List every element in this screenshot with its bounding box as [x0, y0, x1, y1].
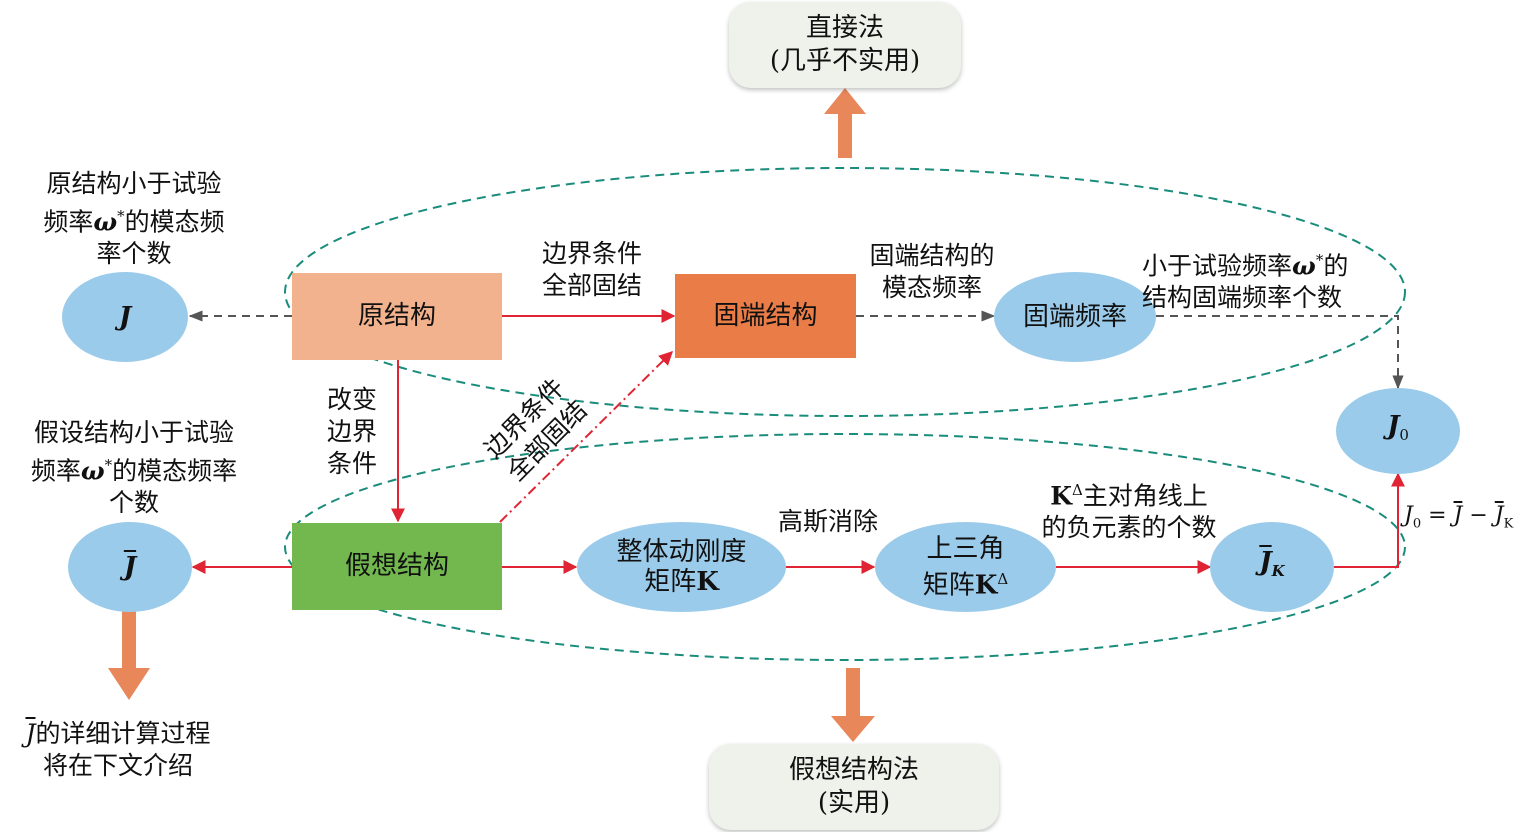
fixed-freq-count-label: 小于试验频率ω*的 结构固端频率个数: [1142, 251, 1349, 313]
up-arrow-to-direct-method: [824, 88, 866, 158]
upper-triangular-sup: Δ: [997, 569, 1009, 588]
fixed-frequency-label: 固端频率: [1022, 302, 1127, 332]
boundary-fix-all-label: 边界条件 全部固结: [541, 239, 642, 300]
upper-triangular-node: 上三角 矩阵KΔ: [875, 522, 1056, 612]
assumed-method-note: (实用): [817, 788, 891, 818]
arrow-frequency-to-j0: [1156, 315, 1404, 390]
j-zero-node: J0: [1336, 388, 1460, 474]
j-zero-symbol: J0: [1387, 411, 1409, 445]
assumed-structure-box: 假想结构: [292, 523, 502, 610]
change-boundary-label: 改变 边界 条件: [326, 385, 377, 478]
original-structure-box: 原结构: [292, 273, 502, 360]
formula-label: J0 = J − JK: [1404, 503, 1514, 532]
original-count-label: 原结构小于试验 频率ω*的模态频 率个数: [43, 169, 225, 269]
j-bar-symbol: J: [123, 552, 137, 582]
lower-group-ellipse: [284, 433, 1406, 661]
fixed-structure-label: 固端结构: [713, 300, 818, 331]
j-original-node: J: [62, 272, 188, 362]
stiffness-matrix-line1: 整体动刚度: [616, 537, 747, 567]
stiffness-matrix-line2: 矩阵K: [644, 567, 719, 597]
stiffness-matrix-symbol: K: [696, 567, 719, 597]
direct-method-box: 直接法 (几乎不实用): [729, 2, 961, 88]
assumed-method-box: 假想结构法 (实用): [709, 744, 999, 830]
original-structure-label: 原结构: [357, 301, 436, 331]
detail-note-label: J的详细计算过程 将在下文介绍: [25, 719, 211, 780]
upper-triangular-line1: 上三角: [926, 533, 1005, 564]
upper-group-ellipse: [284, 167, 1406, 417]
direct-method-title: 直接法: [805, 13, 884, 43]
j-bar-k-symbol: JK: [1259, 547, 1285, 581]
negative-count-label: KΔ主对角线上 的负元素的个数: [1041, 481, 1217, 543]
fixed-structure-box: 固端结构: [675, 274, 856, 358]
gauss-elimination-label: 高斯消除: [777, 507, 878, 536]
fixed-frequency-node: 固端频率: [994, 272, 1156, 362]
stiffness-matrix-node: 整体动刚度 矩阵K: [577, 522, 786, 612]
down-arrow-to-assumed-method: [831, 668, 875, 742]
arrow-jbark-to-j0: [1334, 472, 1405, 568]
assumed-structure-label: 假想结构: [344, 551, 449, 581]
j-bar-node: J: [68, 522, 192, 612]
direct-method-note: (几乎不实用): [769, 46, 921, 76]
fixed-modal-freq-label: 固端结构的 模态频率: [869, 241, 995, 302]
assumed-method-title: 假想结构法: [788, 755, 919, 785]
assumed-count-label: 假设结构小于试验 频率ω*的模态频率 个数: [30, 418, 238, 518]
j-bar-k-node: JK: [1210, 522, 1334, 612]
down-arrow-to-detail-note: [108, 604, 150, 700]
upper-triangular-line2: 矩阵KΔ: [922, 569, 1009, 601]
upper-triangular-symbol: K: [974, 570, 998, 601]
j-original-symbol: J: [118, 302, 132, 332]
arrow-assumed-to-fixed-diagonal: [499, 351, 673, 523]
